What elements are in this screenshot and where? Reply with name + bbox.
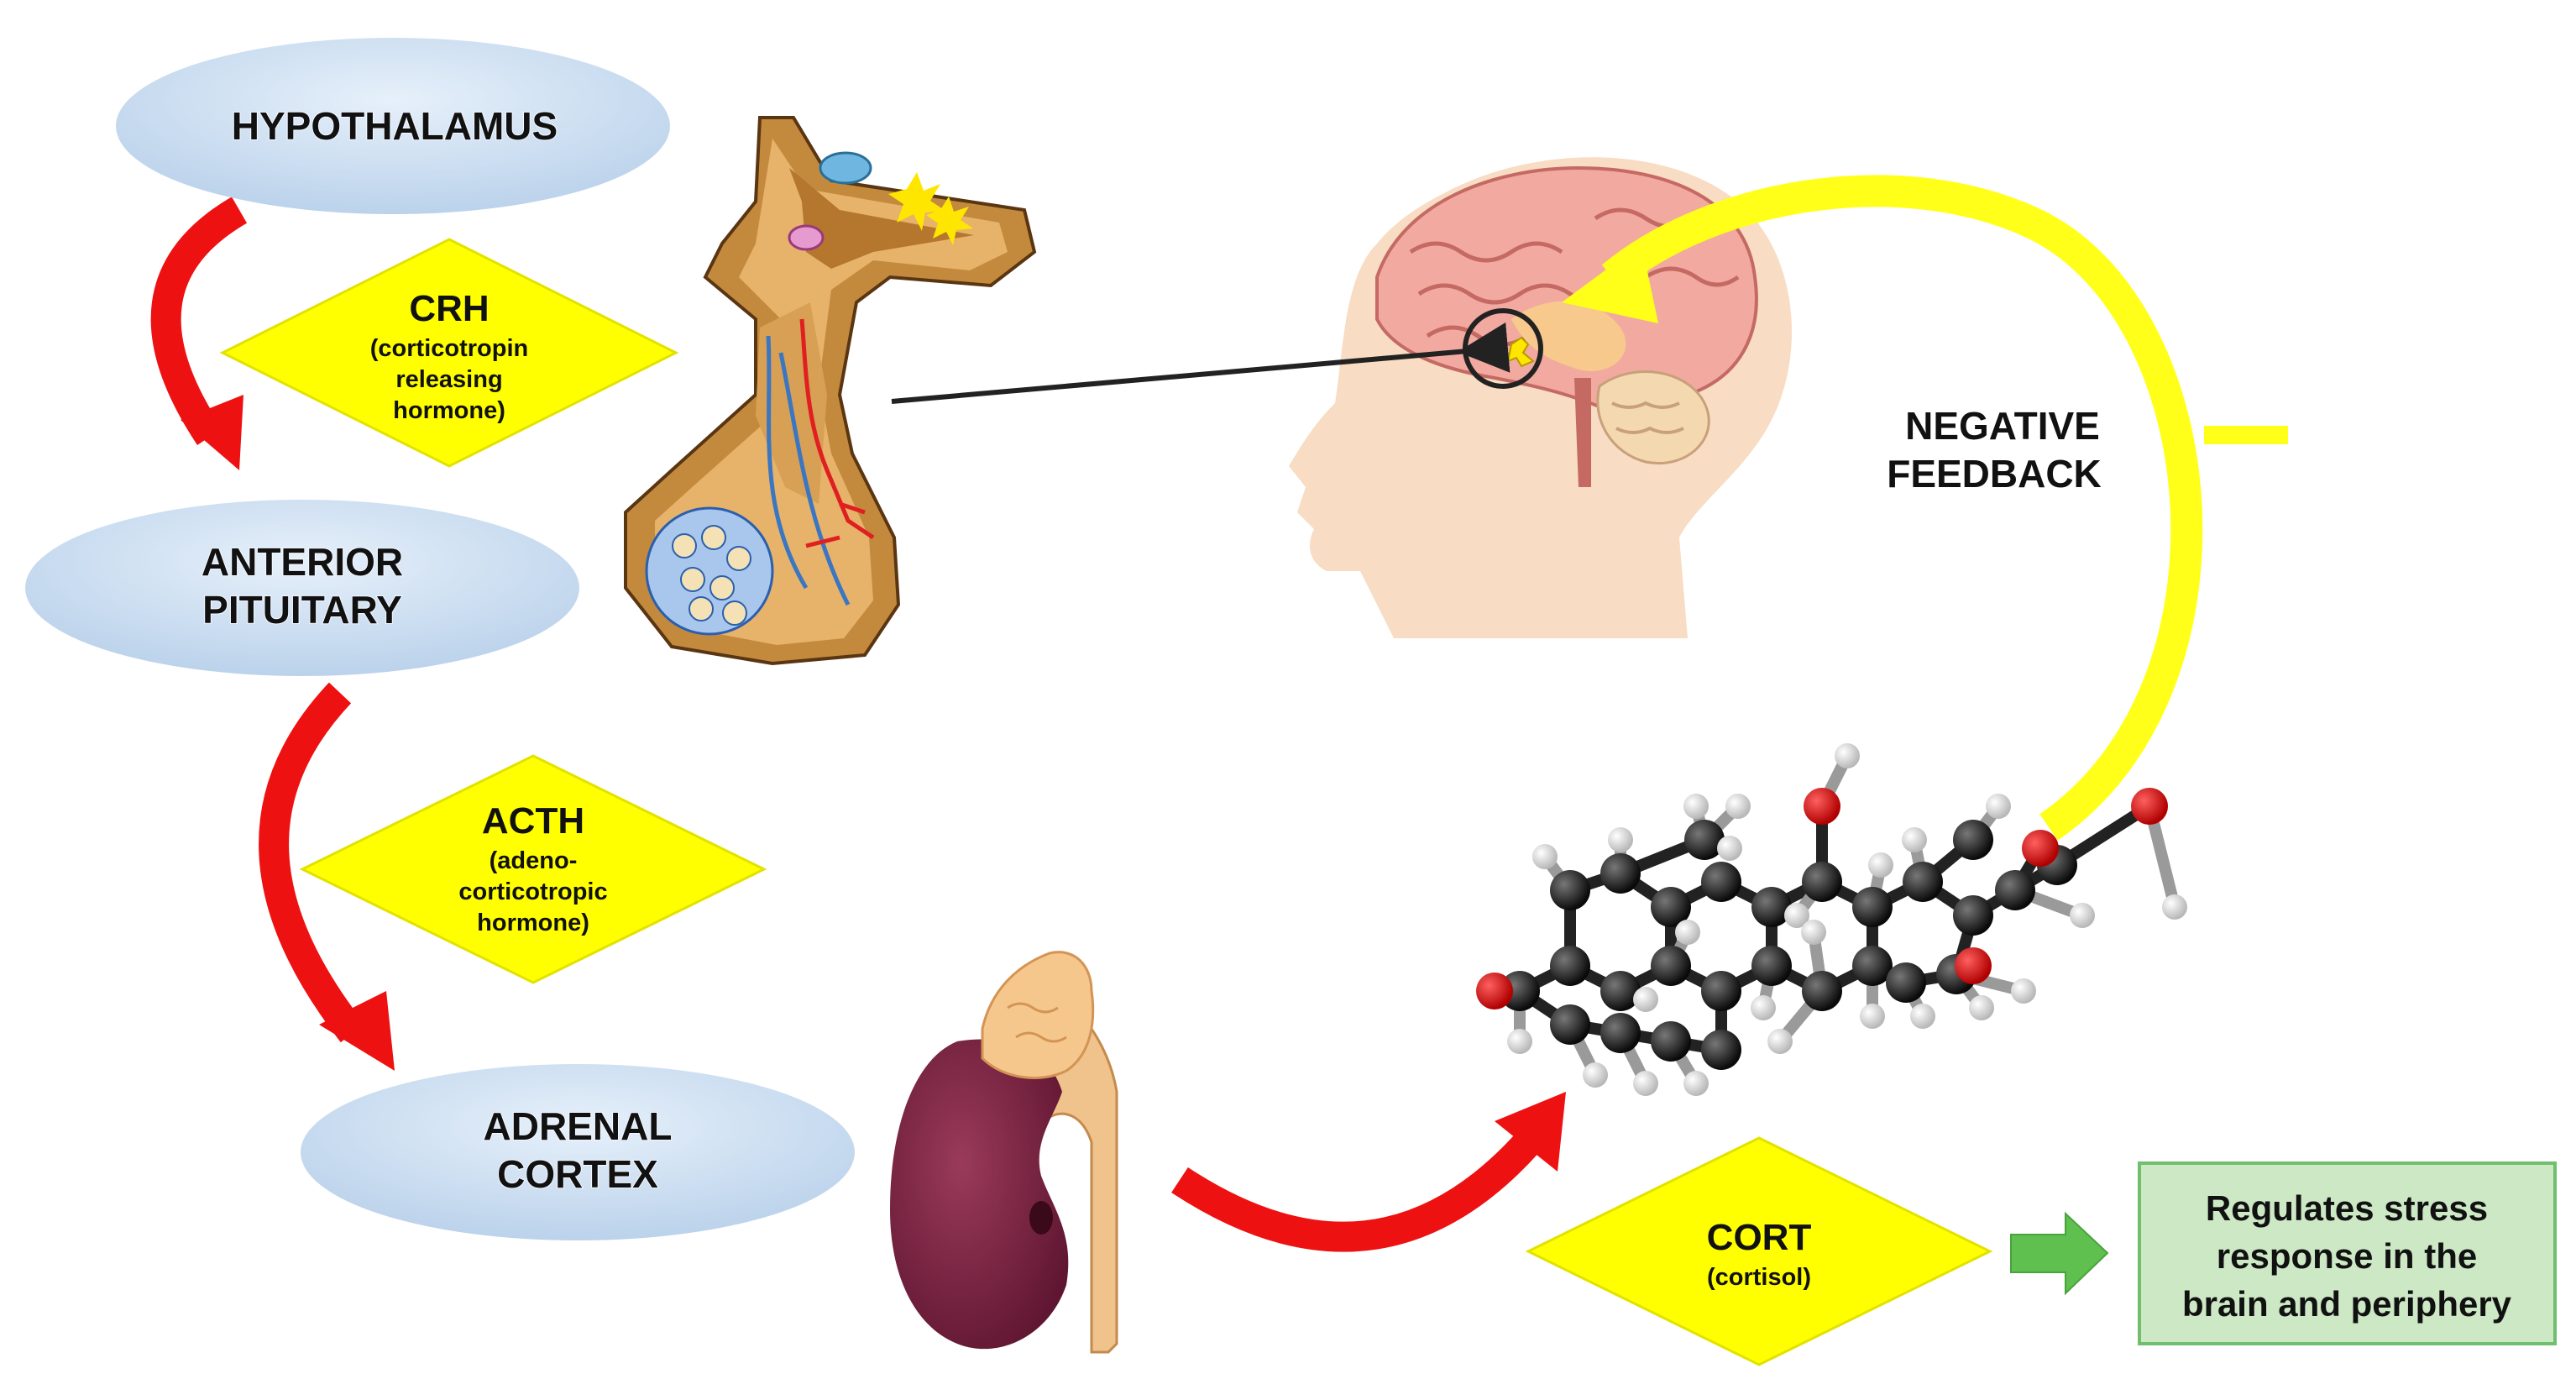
- carbon-atom: [1953, 895, 1993, 936]
- oxygen-atom: [1476, 973, 1513, 1009]
- negative-feedback-label-line2: FEEDBACK: [1887, 452, 2102, 496]
- outcome-line1: Regulates stress: [2206, 1188, 2488, 1228]
- negative-sign: [2204, 426, 2288, 444]
- hydrogen-atom: [1507, 1029, 1532, 1054]
- carbon-atom: [1995, 870, 2035, 910]
- oxygen-atom: [2022, 830, 2059, 867]
- anterior-pituitary-label-line2: PITUITARY: [202, 588, 402, 632]
- carbon-atom: [1802, 862, 1842, 902]
- acth-desc-line2: corticotropic: [458, 878, 607, 905]
- hydrogen-atom: [1608, 827, 1633, 852]
- acth-desc-line1: (adeno-: [490, 847, 578, 874]
- hydrogen-atom: [1835, 743, 1860, 768]
- crh-desc-line2: releasing: [395, 366, 502, 393]
- hydrogen-atom: [1910, 1004, 1935, 1029]
- adrenal-cortex-label-line1: ADRENAL: [484, 1104, 673, 1148]
- carbon-atom: [1751, 946, 1792, 986]
- outcome-line2: response in the: [2217, 1236, 2477, 1276]
- hydrogen-atom: [1583, 1062, 1608, 1088]
- acth-desc-line3: hormone): [477, 910, 589, 936]
- cort-diamond: CORT (cortisol): [1525, 1136, 1993, 1366]
- carbon-atom: [1550, 870, 1590, 910]
- hydrogen-atom: [1751, 995, 1776, 1020]
- acth-name: ACTH: [482, 800, 584, 842]
- adrenal-cortex-node: ADRENAL CORTEX: [301, 1064, 855, 1240]
- arrow-adrenal-to-cortisol: [1171, 1092, 1566, 1252]
- cort-name: CORT: [1707, 1217, 1812, 1258]
- carbon-atom: [1651, 1021, 1691, 1062]
- zoom-arrow: [891, 322, 1511, 404]
- outcome-arrow: [2010, 1211, 2109, 1296]
- negative-feedback-arc: [1562, 175, 2203, 841]
- hypothalamus-node: HYPOTHALAMUS: [116, 38, 670, 214]
- hydrogen-atom: [1633, 1071, 1658, 1096]
- crh-diamond: CRH (corticotropin releasing hormone): [219, 238, 679, 468]
- carbon-atom: [1953, 820, 1993, 860]
- carbon-atom: [1684, 820, 1725, 860]
- outcome-box: Regulates stress response in the brain a…: [2138, 1161, 2557, 1345]
- arrow-pituitary-to-adrenal: [259, 682, 395, 1071]
- hydrogen-atom: [1675, 920, 1700, 945]
- hypothalamus-label: HYPOTHALAMUS: [232, 104, 558, 148]
- carbon-atom: [1651, 887, 1691, 927]
- pituitary-gland-illustration: [624, 116, 1037, 666]
- acth-diamond: ACTH (adeno- corticotropic hormone): [299, 754, 767, 984]
- cort-desc: (cortisol): [1707, 1264, 1811, 1291]
- adrenal-cortex-label-line2: CORTEX: [497, 1152, 658, 1196]
- hydrogen-atom: [1767, 1029, 1793, 1054]
- carbon-atom: [1701, 1030, 1741, 1070]
- hydrogen-atom: [1902, 827, 1927, 852]
- carbon-atom: [1852, 887, 1893, 927]
- hydrogen-atom: [1532, 844, 1558, 869]
- hydrogen-atom: [1784, 903, 1809, 928]
- carbon-atom: [1886, 962, 1926, 1003]
- anterior-pituitary-label-line1: ANTERIOR: [202, 540, 403, 584]
- pituitary-capillary-cluster: [645, 506, 774, 636]
- hydrogen-atom: [1725, 794, 1751, 819]
- hydrogen-atom: [1683, 794, 1709, 819]
- hydrogen-atom: [1986, 794, 2011, 819]
- crh-desc-line1: (corticotropin: [370, 335, 529, 362]
- oxygen-atom: [1955, 947, 1992, 984]
- hydrogen-atom: [2011, 978, 2036, 1004]
- crh-name: CRH: [409, 288, 489, 329]
- carbon-atom: [1802, 971, 1842, 1011]
- hydrogen-atom: [1683, 1071, 1709, 1096]
- carbon-atom: [1701, 971, 1741, 1011]
- carbon-atom: [1600, 971, 1641, 1011]
- cortisol-molecule-model: [1476, 743, 2187, 1096]
- anterior-pituitary-node: ANTERIOR PITUITARY: [25, 500, 579, 676]
- carbon-atom: [1550, 946, 1590, 986]
- oxygen-atom: [2131, 788, 2168, 825]
- hydrogen-atom: [1868, 852, 1893, 878]
- carbon-atom: [1550, 1004, 1590, 1045]
- negative-feedback-label-line1: NEGATIVE: [1905, 404, 2100, 448]
- carbon-atom: [1852, 946, 1893, 986]
- carbon-atom: [1903, 862, 1943, 902]
- carbon-atom: [1651, 946, 1691, 986]
- hydrogen-atom: [1717, 836, 1742, 861]
- oxygen-atom: [1804, 788, 1840, 825]
- crh-desc-line3: hormone): [393, 397, 505, 424]
- arrow-hypothalamus-to-pituitary: [150, 197, 248, 470]
- hydrogen-atom: [1633, 987, 1658, 1012]
- hydrogen-atom: [1969, 995, 1994, 1020]
- hydrogen-atom: [1801, 920, 1826, 945]
- kidney-adrenal-illustration: [890, 951, 1118, 1354]
- hydrogen-atom: [2162, 894, 2187, 920]
- carbon-atom: [1600, 853, 1641, 894]
- carbon-atom: [1751, 887, 1792, 927]
- hydrogen-atom: [2070, 903, 2095, 928]
- carbon-atom: [1600, 1013, 1641, 1053]
- outcome-line3: brain and periphery: [2182, 1284, 2512, 1324]
- carbon-atom: [1701, 862, 1741, 902]
- hydrogen-atom: [1860, 1004, 1885, 1029]
